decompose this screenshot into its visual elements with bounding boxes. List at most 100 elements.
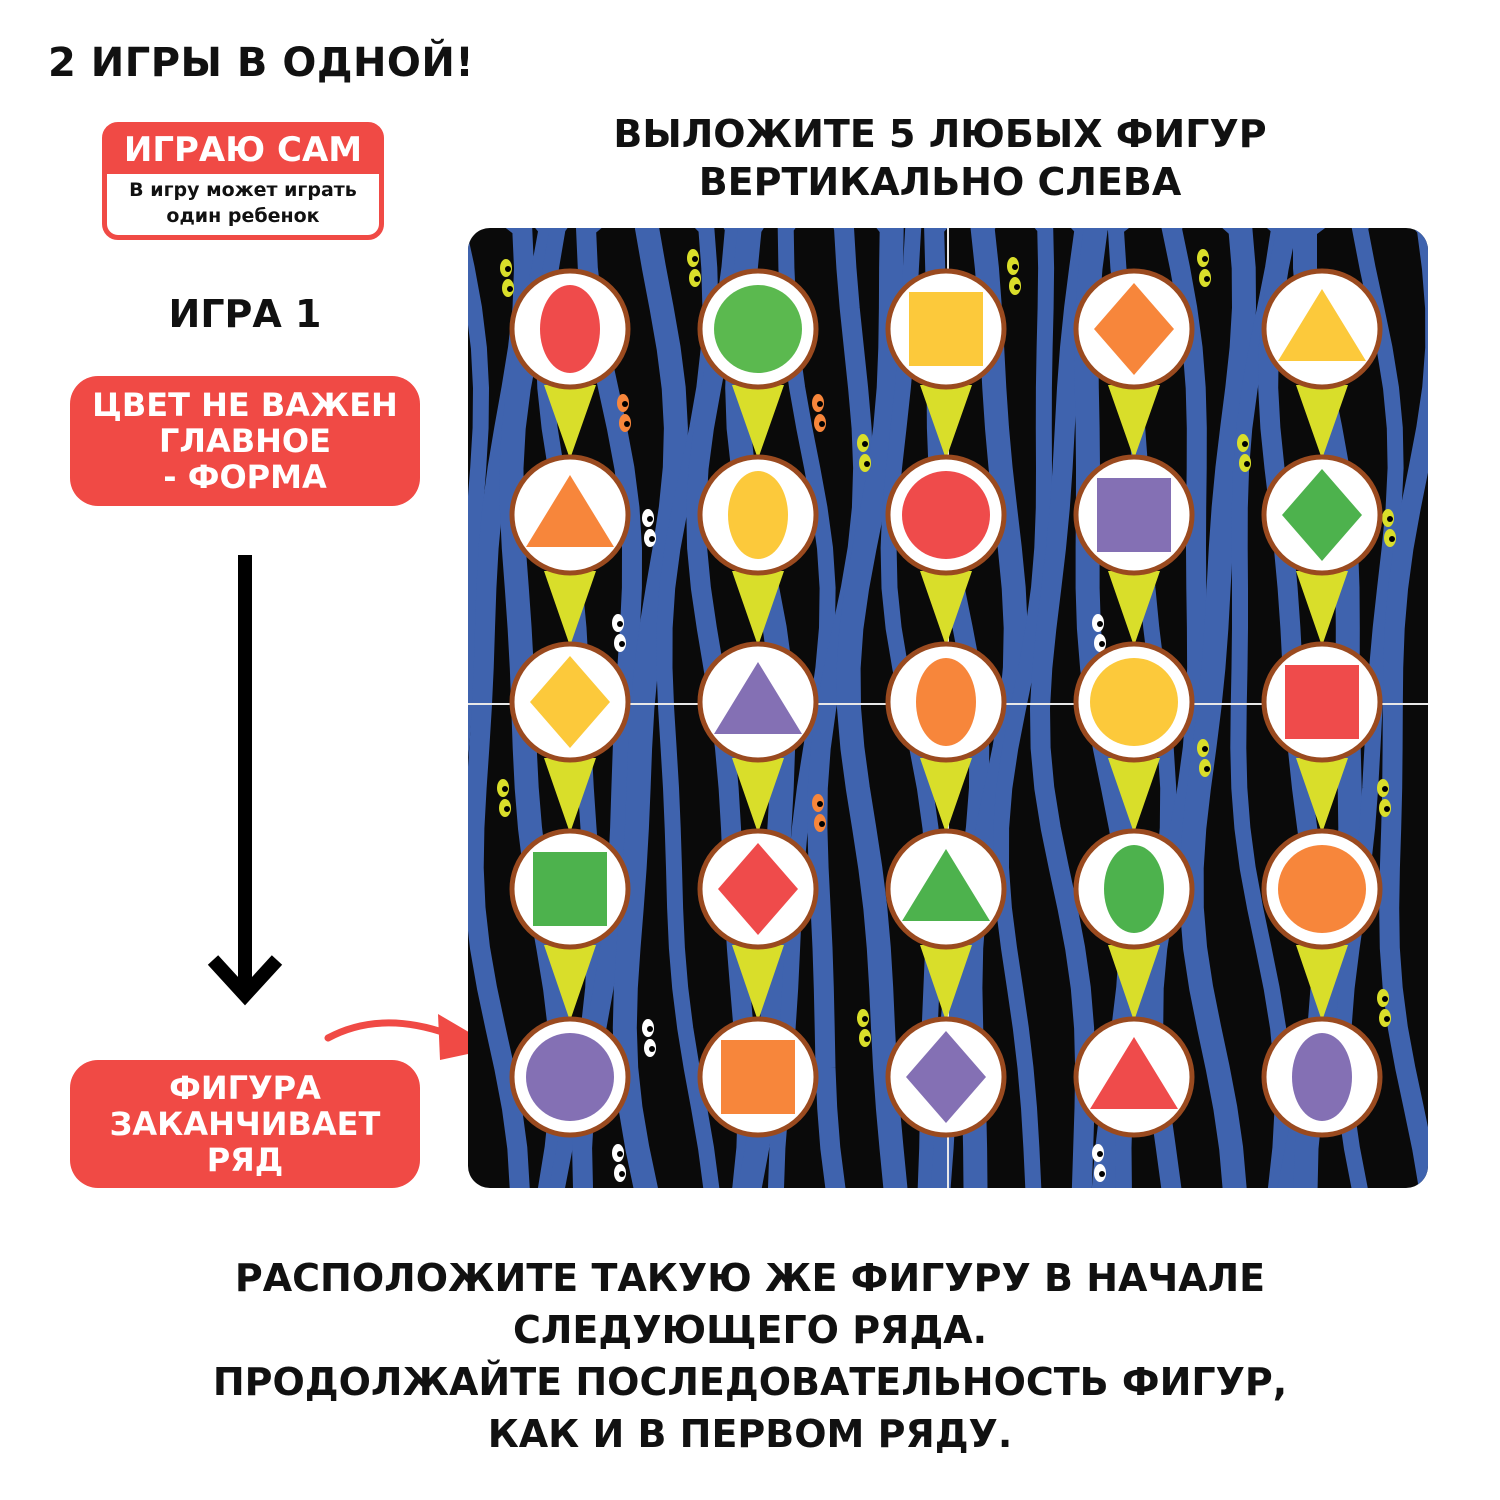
token-diamond[interactable]: [1261, 454, 1383, 576]
oval-shape: [916, 658, 976, 746]
circle-shape: [526, 1033, 614, 1121]
triangle-shape: [1278, 289, 1366, 361]
end-line-1: ФИГУРА: [169, 1069, 321, 1107]
eyes-icon: [1197, 249, 1211, 287]
connector-arrow: [1108, 758, 1160, 833]
connector-arrow: [1108, 571, 1160, 646]
stripe: [1379, 228, 1428, 1188]
eyes-icon: [1377, 989, 1391, 1027]
connector-arrow: [544, 571, 596, 646]
token-circle[interactable]: [509, 1016, 631, 1138]
connector-arrow: [732, 385, 784, 459]
eyes-icon: [497, 779, 511, 817]
circle-shape: [714, 285, 802, 373]
oval-shape: [540, 285, 600, 373]
eyes-icon: [1237, 434, 1251, 472]
connector-arrow: [1296, 945, 1348, 1021]
diamond-shape: [906, 1031, 986, 1123]
stripe: [992, 228, 1055, 1188]
square-shape: [1285, 665, 1359, 739]
circle-shape: [902, 471, 990, 559]
connector-arrow: [732, 571, 784, 646]
token-square[interactable]: [697, 1016, 819, 1138]
connector-arrow: [920, 571, 972, 646]
eyes-icon: [1197, 739, 1211, 777]
token-oval[interactable]: [1073, 828, 1195, 950]
top-instr-line-2: ВЕРТИКАЛЬНО СЛЕВА: [698, 160, 1182, 204]
bottom-instructions: РАСПОЛОЖИТЕ ТАКУЮ ЖЕ ФИГУРУ В НАЧАЛЕ СЛЕ…: [150, 1252, 1350, 1460]
token-triangle[interactable]: [697, 641, 819, 763]
token-triangle[interactable]: [1261, 268, 1383, 390]
eyes-icon: [642, 1019, 656, 1057]
connector-arrow: [920, 945, 972, 1021]
token-circle[interactable]: [1261, 828, 1383, 950]
token-square[interactable]: [1261, 641, 1383, 763]
headline: 2 ИГРЫ В ОДНОЙ!: [48, 40, 475, 86]
eyes-icon: [1007, 257, 1021, 295]
token-triangle[interactable]: [885, 828, 1007, 950]
eyes-icon: [612, 1144, 626, 1182]
rule-pill: ЦВЕТ НЕ ВАЖЕН ГЛАВНОЕ - ФОРМА: [70, 376, 420, 506]
token-oval[interactable]: [885, 641, 1007, 763]
eyes-icon: [500, 259, 514, 297]
eyes-icon: [617, 394, 631, 432]
badge-line-1: В игру может играть: [129, 179, 357, 201]
bottom-instr-line-4: КАК И В ПЕРВОМ РЯДУ.: [487, 1412, 1013, 1456]
row-end-pill: ФИГУРА ЗАКАНЧИВАЕТ РЯД: [70, 1060, 420, 1188]
token-circle[interactable]: [885, 454, 1007, 576]
token-circle[interactable]: [697, 268, 819, 390]
token-diamond[interactable]: [1073, 268, 1195, 390]
connector-arrow: [1296, 758, 1348, 833]
eyes-icon: [687, 249, 701, 287]
game-label: ИГРА 1: [168, 292, 322, 336]
triangle-shape: [1090, 1037, 1178, 1109]
circle-shape: [1090, 658, 1178, 746]
token-square[interactable]: [509, 828, 631, 950]
connector-arrow: [1296, 571, 1348, 646]
rule-line-1: ЦВЕТ НЕ ВАЖЕН: [92, 386, 398, 424]
diamond-shape: [1094, 283, 1174, 375]
token-diamond[interactable]: [885, 1016, 1007, 1138]
eyes-icon: [1382, 509, 1396, 547]
connector-arrow: [1296, 385, 1348, 459]
token-oval[interactable]: [1261, 1016, 1383, 1138]
badge-title: ИГРАЮ САМ: [106, 126, 380, 174]
token-triangle[interactable]: [509, 454, 631, 576]
square-shape: [909, 292, 983, 366]
connector-arrow: [544, 945, 596, 1021]
eyes-icon: [812, 794, 826, 832]
connector-arrow: [920, 758, 972, 833]
rule-line-2: ГЛАВНОЕ: [159, 422, 331, 460]
connector-arrow: [544, 758, 596, 833]
bottom-instr-line-2: СЛЕДУЮЩЕГО РЯДА.: [512, 1308, 988, 1352]
end-line-2: ЗАКАНЧИВАЕТ: [109, 1105, 381, 1143]
diamond-shape: [718, 843, 798, 935]
token-oval[interactable]: [509, 268, 631, 390]
circle-shape: [1278, 845, 1366, 933]
stripe: [807, 228, 874, 1188]
eyes-icon: [812, 394, 826, 432]
token-square[interactable]: [885, 268, 1007, 390]
connector-arrow: [732, 758, 784, 833]
eyes-icon: [642, 509, 656, 547]
eyes-icon: [612, 614, 626, 652]
connectors: [544, 385, 1348, 1021]
bottom-instr-line-3: ПРОДОЛЖАЙТЕ ПОСЛЕДОВАТЕЛЬНОСТЬ ФИГУР,: [212, 1360, 1288, 1404]
token-circle[interactable]: [1073, 641, 1195, 763]
down-arrow-icon: [207, 555, 283, 1006]
token-triangle[interactable]: [1073, 1016, 1195, 1138]
top-instructions: ВЫЛОЖИТЕ 5 ЛЮБЫХ ФИГУР ВЕРТИКАЛЬНО СЛЕВА: [560, 110, 1320, 206]
diamond-shape: [1282, 469, 1362, 561]
stripe: [468, 228, 490, 1188]
token-square[interactable]: [1073, 454, 1195, 576]
square-shape: [1097, 478, 1171, 552]
token-diamond[interactable]: [509, 641, 631, 763]
connector-arrow: [544, 385, 596, 459]
token-oval[interactable]: [697, 454, 819, 576]
connector-arrow: [1108, 385, 1160, 459]
stripe: [836, 228, 911, 1188]
stripe: [1179, 228, 1257, 1188]
square-shape: [533, 852, 607, 926]
eyes-icon: [1092, 614, 1106, 652]
token-diamond[interactable]: [697, 828, 819, 950]
